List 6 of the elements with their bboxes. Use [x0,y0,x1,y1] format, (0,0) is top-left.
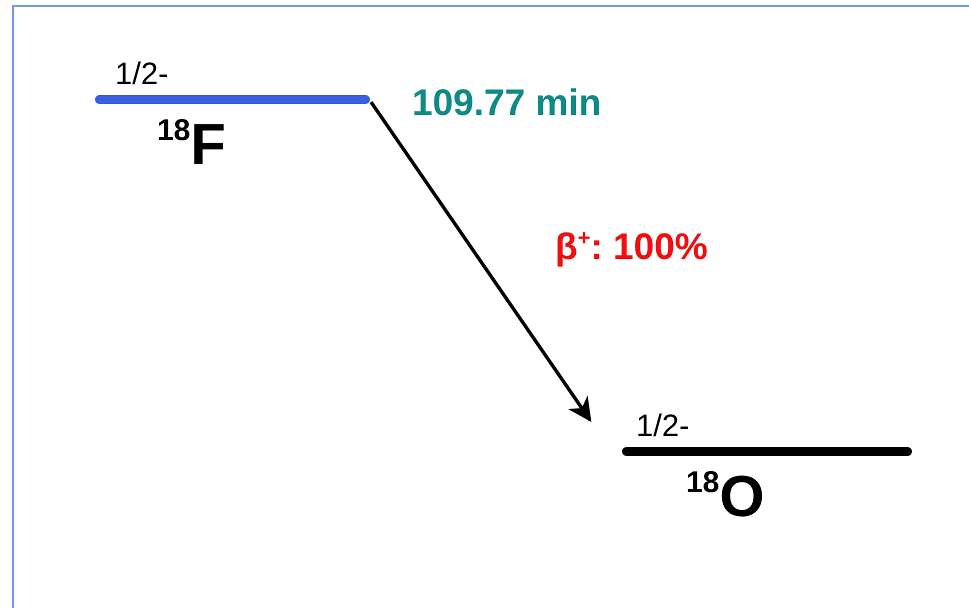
nuclide-label: $^{18}$F [157,116,226,174]
nuclide-label: $^{18}$O [686,468,764,526]
spin-label: 1/2- [636,410,690,441]
decay-arrow [370,101,592,422]
spin-label: 1/2- [115,58,168,89]
half-life-label: 109.77 min [412,84,602,121]
